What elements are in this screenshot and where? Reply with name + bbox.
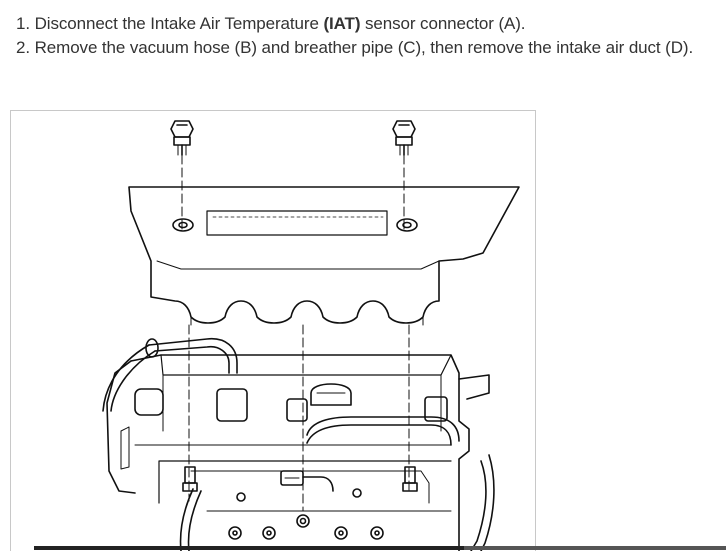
instruction-step-1: 1. Disconnect the Intake Air Temperature… (16, 12, 693, 36)
step-text: Disconnect the Intake Air Temperature (34, 14, 324, 33)
step-text-end: sensor connector (A). (360, 14, 526, 33)
bolt-left-icon (170, 120, 194, 156)
lower-bolt-row (206, 488, 452, 540)
alignment-lines (181, 154, 410, 512)
step-number: 2. (16, 38, 30, 57)
step-number: 1. (16, 14, 30, 33)
step-bold-term: (IAT) (323, 14, 361, 33)
instruction-steps: 1. Disconnect the Intake Air Temperature… (16, 12, 693, 60)
cylinder-head (106, 354, 470, 551)
mounting-studs (182, 466, 418, 492)
step-text: Remove the vacuum hose (B) and breather … (34, 38, 694, 57)
engine-cover (128, 186, 520, 326)
vacuum-hose (102, 338, 238, 412)
engine-cover-diagram (10, 110, 536, 551)
bottom-scrollbar-track[interactable] (34, 546, 464, 550)
intake-air-duct (179, 374, 495, 551)
bottom-scrollbar-segment[interactable] (464, 546, 726, 550)
iat-sensor-connector (280, 470, 334, 492)
instruction-step-2: 2. Remove the vacuum hose (B) and breath… (16, 36, 693, 60)
breather-pipe (306, 416, 460, 446)
bolt-right-icon (392, 120, 416, 156)
